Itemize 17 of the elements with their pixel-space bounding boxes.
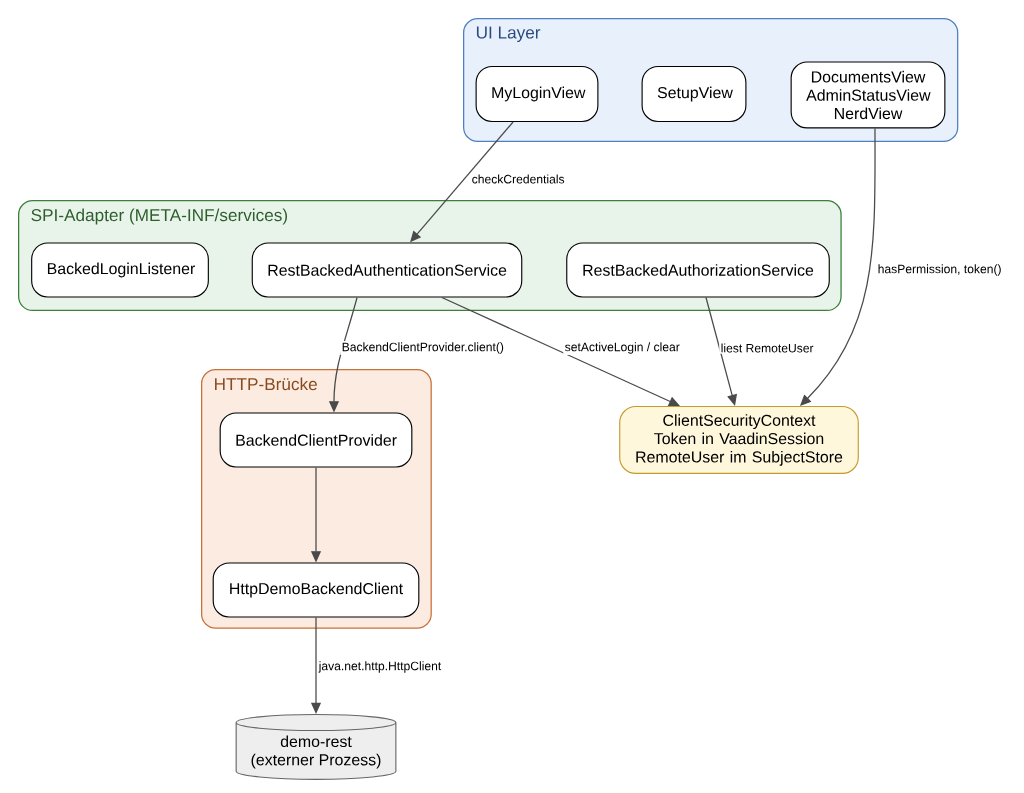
edge-label: java.net.http.HttpClient [317,659,443,675]
component-box: BackendClientProvider [219,412,413,468]
database-cylinder: demo-rest (externer Prozess) [235,713,397,780]
edge-label: liest RemoteUser [719,342,815,354]
component-box: RestBackedAuthenticationService [251,242,523,298]
component-box: MyLoginView [475,66,599,122]
edge-label: BackendClientProvider.client() [340,340,506,356]
component-box: RestBackedAuthorizationService [566,242,830,298]
component-box: HttpDemoBackendClient [212,562,420,618]
component-box: BackedLoginListener [31,242,209,298]
component-box: DocumentsView AdminStatusView NerdView [790,61,946,129]
component-box: SetupView [641,66,747,122]
edge-label: setActiveLogin / clear [563,340,682,356]
edge-label: checkCredentials [470,173,566,185]
edge-label: hasPermission, token() [876,262,1003,278]
context-box: ClientSecurityContext Token in VaadinSession RemoteUser im SubjectStore [619,406,859,474]
arrow [705,296,738,406]
